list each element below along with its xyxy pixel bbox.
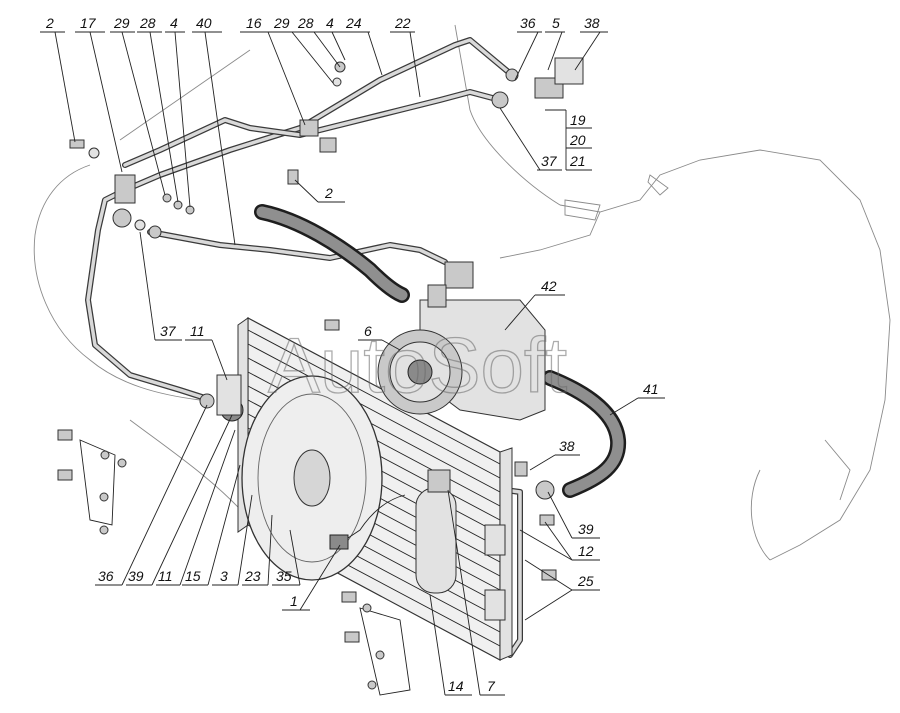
watermark-text: AutoSoft	[268, 321, 568, 409]
callout-29-b: 29	[273, 15, 290, 31]
callout-12: 12	[578, 543, 594, 559]
callout-5: 5	[552, 15, 560, 31]
callout-22: 22	[394, 15, 411, 31]
callout-7: 7	[487, 678, 496, 694]
callout-1: 1	[290, 593, 298, 609]
callout-25: 25	[577, 573, 594, 589]
callout-11-bottom: 11	[158, 568, 173, 584]
callout-11-top: 11	[190, 323, 205, 339]
callout-38-right: 38	[559, 438, 575, 454]
callout-21: 21	[569, 153, 586, 169]
callout-41: 41	[643, 381, 659, 397]
callout-42: 42	[541, 278, 557, 294]
callout-40: 40	[196, 15, 212, 31]
leader-lines	[40, 31, 665, 696]
callout-38-top: 38	[584, 15, 600, 31]
callout-23: 23	[244, 568, 261, 584]
callout-37-left: 37	[160, 323, 177, 339]
callout-2-top: 2	[45, 15, 54, 31]
callout-4-b: 4	[326, 15, 334, 31]
callout-20: 20	[569, 132, 586, 148]
callout-4-a: 4	[170, 15, 178, 31]
fittings	[57, 57, 584, 696]
receiver-dryer	[329, 469, 457, 594]
callout-6: 6	[364, 323, 372, 339]
callout-36-bottom: 36	[98, 568, 114, 584]
callout-3: 3	[220, 568, 228, 584]
callout-28-b: 28	[297, 15, 314, 31]
callout-39-bottom: 39	[128, 568, 144, 584]
refrigerant-pipes	[85, 37, 523, 658]
fan-assembly	[241, 375, 383, 581]
callout-2-mid: 2	[324, 185, 333, 201]
callout-15: 15	[185, 568, 201, 584]
callout-37-top: 37	[541, 153, 558, 169]
engine-outline	[33, 24, 891, 561]
compressor	[377, 261, 546, 421]
callout-35: 35	[276, 568, 292, 584]
callout-24: 24	[345, 15, 362, 31]
flexible-hoses	[254, 204, 627, 498]
callout-36-top: 36	[520, 15, 536, 31]
callout-17: 17	[80, 15, 97, 31]
callout-19: 19	[570, 112, 586, 128]
callout-14: 14	[448, 678, 464, 694]
callout-28-a: 28	[139, 15, 156, 31]
callout-39-right: 39	[578, 521, 594, 537]
callout-16: 16	[246, 15, 262, 31]
callout-29-a: 29	[113, 15, 130, 31]
callout-labels: 2 17 29 28 4 40 16 29 28 4 24 22 36 5 38…	[45, 15, 659, 694]
